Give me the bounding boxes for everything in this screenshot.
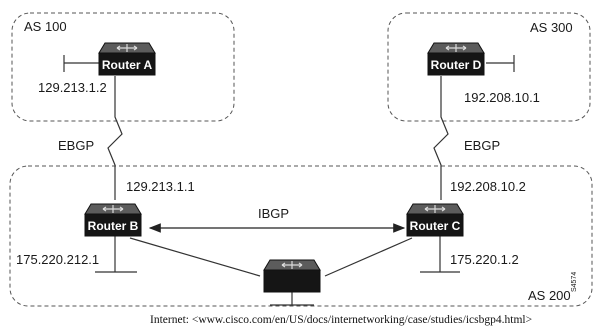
router-middle <box>263 259 321 293</box>
ibgp-label: IBGP <box>258 206 289 221</box>
router-c-label: Router C <box>410 219 461 233</box>
ip-router-c-upper: 192.208.10.2 <box>450 179 526 194</box>
router-c-lan <box>420 236 460 273</box>
link-c-to-middle <box>324 237 413 277</box>
ip-router-a: 129.213.1.2 <box>38 80 107 95</box>
ebgp-right-label: EBGP <box>464 138 500 153</box>
router-d-label: Router D <box>431 58 482 72</box>
ip-router-c-lower: 175.220.1.2 <box>450 252 519 267</box>
ip-router-d: 192.208.10.1 <box>464 90 540 105</box>
as-100-boundary <box>11 12 235 122</box>
router-d-lan <box>486 55 515 72</box>
ip-router-b-upper: 129.213.1.1 <box>126 179 195 194</box>
as-100-label: AS 100 <box>24 19 67 34</box>
ebgp-left-label: EBGP <box>58 138 94 153</box>
ebgp-link-right <box>433 76 449 200</box>
as-200-boundary <box>9 165 593 307</box>
source-footer: Internet: <www.cisco.com/en/US/docs/inte… <box>150 314 533 326</box>
ebgp-link-left <box>107 76 123 200</box>
ip-router-b-lower: 175.220.212.1 <box>16 252 99 267</box>
router-a-lan <box>63 55 99 72</box>
router-d: Router D <box>427 42 485 76</box>
router-a: Router A <box>98 42 156 76</box>
as-200-label: AS 200 <box>528 288 571 303</box>
router-b-lan <box>95 236 137 273</box>
router-c: Router C <box>406 203 464 237</box>
router-b-label: Router B <box>88 219 139 233</box>
figure-id: S4574 <box>571 272 578 292</box>
router-b: Router B <box>84 203 142 237</box>
as-300-label: AS 300 <box>530 20 573 35</box>
router-a-label: Router A <box>102 58 153 72</box>
link-b-to-middle <box>129 237 261 277</box>
